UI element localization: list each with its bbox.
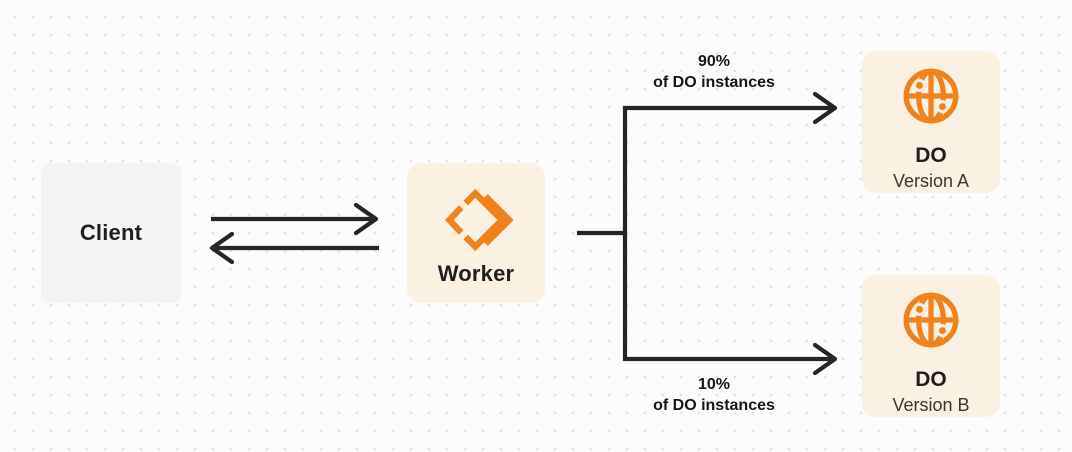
- do-b-title: DO: [915, 368, 947, 391]
- arrow-split-to-do-a: [623, 91, 838, 125]
- do-version-a-node: DO Version A: [862, 51, 1000, 193]
- arrow-split-to-do-b: [623, 342, 838, 376]
- client-label: Client: [79, 220, 143, 245]
- split-label-90-caption: of DO instances: [653, 74, 775, 91]
- split-label-90-percent: 90%: [697, 53, 731, 70]
- globe-icon: [900, 289, 962, 351]
- workers-chevron-icon: [439, 183, 513, 257]
- arrow-client-to-worker: [211, 202, 379, 236]
- worker-node: Worker: [407, 163, 545, 303]
- split-label-10-percent: 10%: [697, 376, 731, 393]
- split-connector: [577, 106, 628, 361]
- arrow-worker-to-client: [209, 231, 379, 265]
- split-label-10-caption: of DO instances: [653, 397, 775, 414]
- do-b-subtitle: Version B: [892, 395, 970, 416]
- split-label-10: 10% of DO instances: [604, 374, 824, 416]
- worker-label: Worker: [437, 261, 515, 286]
- do-a-subtitle: Version A: [892, 171, 970, 192]
- do-a-title: DO: [915, 144, 947, 167]
- client-node: Client: [41, 163, 181, 303]
- globe-icon: [900, 65, 962, 127]
- do-version-b-node: DO Version B: [862, 275, 1000, 417]
- split-label-90: 90% of DO instances: [604, 51, 824, 93]
